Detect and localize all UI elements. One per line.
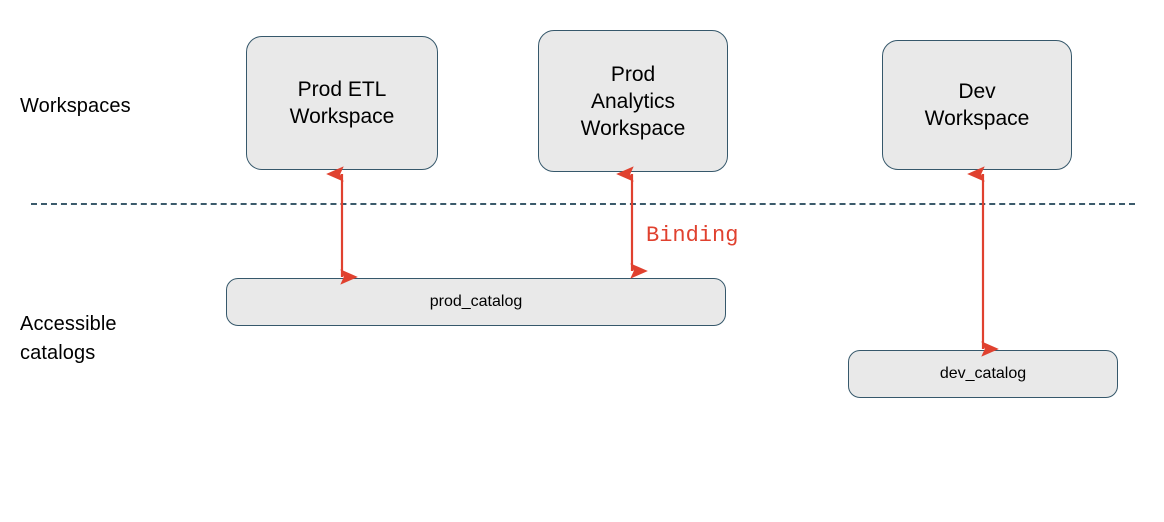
binding-annotation-label: Binding: [646, 223, 739, 248]
node-prod-etl-workspace[interactable]: Prod ETL Workspace: [246, 36, 438, 170]
node-dev-catalog[interactable]: dev_catalog: [848, 350, 1118, 398]
row-label-accessible-catalogs: Accessible catalogs: [20, 313, 117, 364]
section-divider-line: [31, 203, 1135, 205]
node-prod-analytics-workspace[interactable]: Prod Analytics Workspace: [538, 30, 728, 172]
node-dev-workspace[interactable]: Dev Workspace: [882, 40, 1072, 170]
node-prod-catalog[interactable]: prod_catalog: [226, 278, 726, 326]
row-label-workspaces: Workspaces: [20, 95, 131, 117]
